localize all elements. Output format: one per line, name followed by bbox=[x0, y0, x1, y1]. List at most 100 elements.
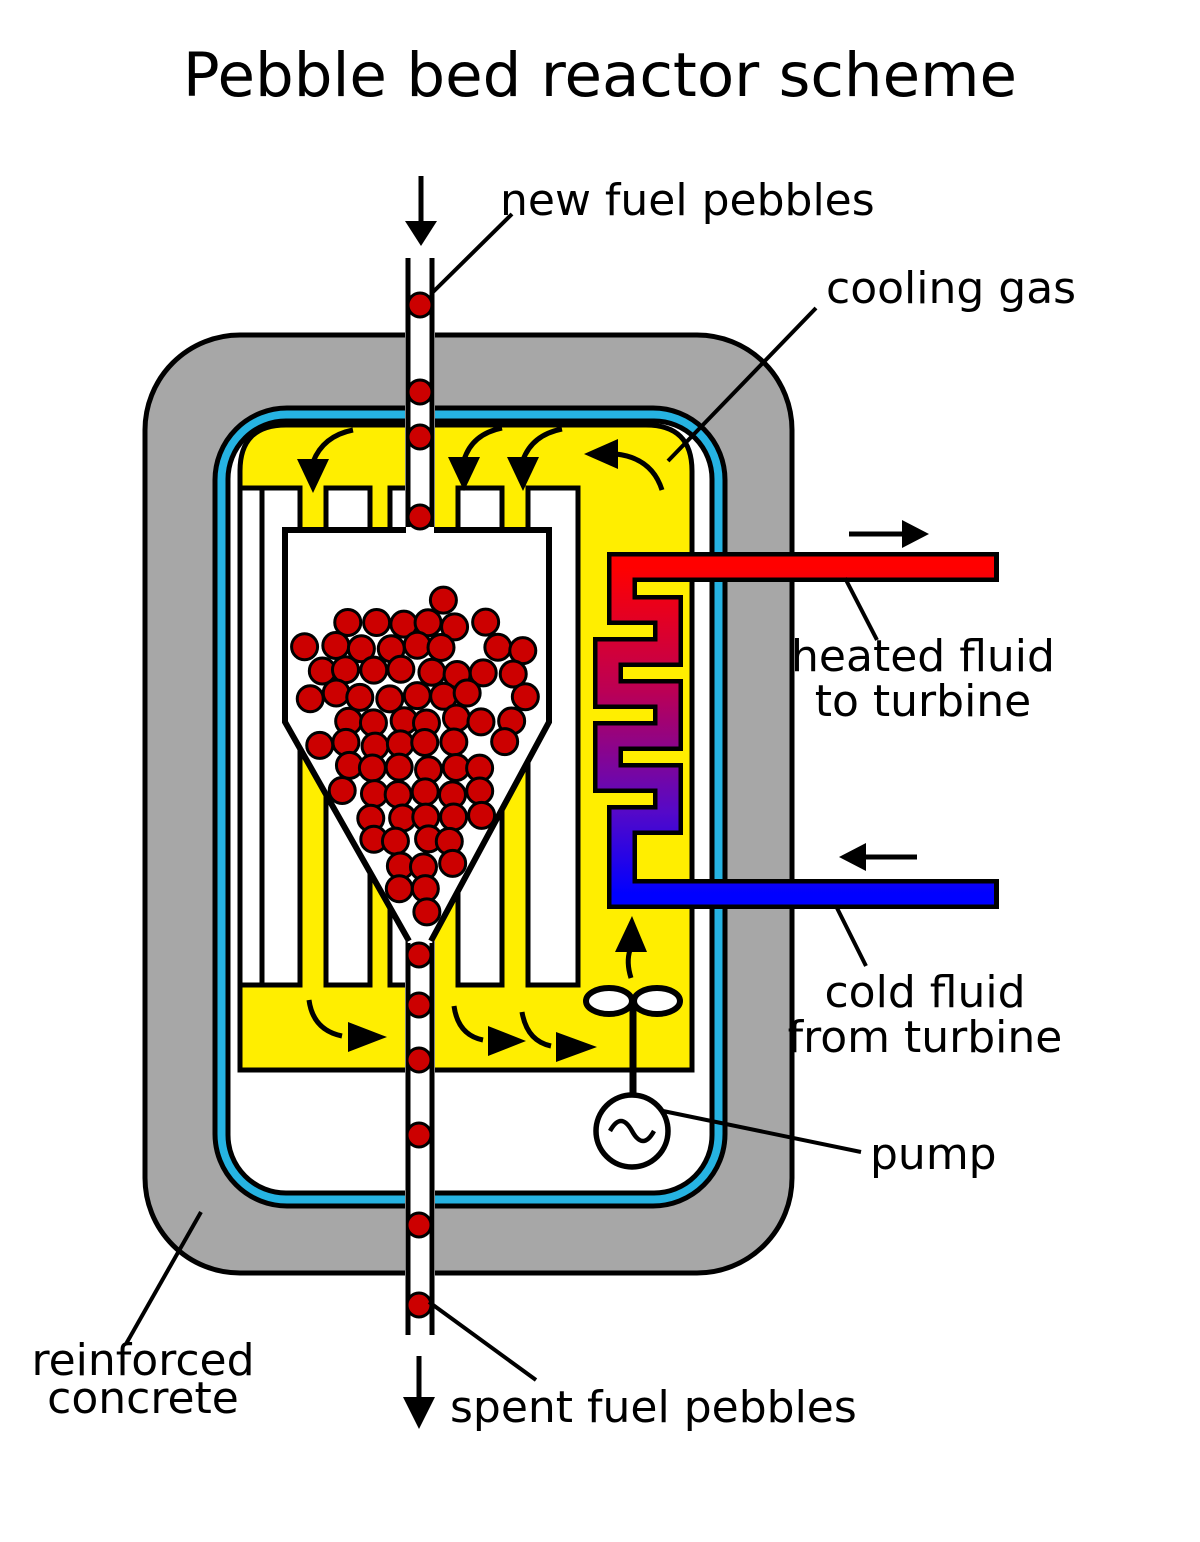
fuel-pebble bbox=[362, 608, 392, 638]
pointer-line-new-fuel bbox=[430, 212, 514, 295]
fuel-pebble bbox=[402, 630, 432, 660]
label-reinforced-concrete: reinforced concrete bbox=[18, 1335, 268, 1424]
pointer-line-spent-fuel bbox=[427, 1300, 538, 1382]
gas-flow-arrowhead bbox=[615, 916, 647, 952]
gas-flow-arrows-bottom bbox=[306, 916, 647, 1062]
pump-propeller-blade bbox=[583, 985, 635, 1017]
feed-arrow-head bbox=[405, 221, 437, 246]
label-cold-fluid-line1: cold fluid bbox=[824, 967, 1026, 1018]
fuel-pebble bbox=[406, 503, 434, 531]
gas-flow-arrow bbox=[519, 1011, 552, 1049]
gas-flow-arrows-top bbox=[297, 425, 665, 493]
fuel-pebble bbox=[359, 779, 389, 809]
gas-flow-arrow bbox=[615, 451, 665, 491]
fuel-pebble bbox=[290, 632, 320, 662]
label-heated-fluid-line2: to turbine bbox=[814, 676, 1032, 727]
fuel-pebble bbox=[405, 991, 433, 1019]
outflow-arrow-head bbox=[403, 1397, 435, 1429]
fuel-pebble bbox=[359, 655, 389, 685]
gas-flow-arrow bbox=[461, 425, 503, 461]
pump-assembly bbox=[583, 985, 683, 1170]
fuel-pebble bbox=[439, 727, 469, 757]
fuel-pebble bbox=[346, 634, 376, 664]
fuel-pebble bbox=[405, 941, 433, 969]
fuel-pebble bbox=[333, 607, 363, 637]
label-cooling-gas: cooling gas bbox=[826, 263, 1077, 314]
fuel-pebble bbox=[465, 776, 495, 806]
fuel-pebble bbox=[410, 728, 440, 758]
fuel-pebble bbox=[467, 800, 497, 830]
pointer-line-concrete bbox=[124, 1211, 203, 1345]
gas-flow-arrowhead bbox=[448, 457, 480, 491]
label-heated-fluid-line1: heated fluid bbox=[791, 631, 1055, 682]
fuel-pebble bbox=[510, 682, 540, 712]
label-concrete-line2: concrete bbox=[47, 1373, 239, 1424]
tube-pebbles bbox=[405, 291, 434, 1319]
gas-flow-arrowhead bbox=[556, 1032, 597, 1062]
fuel-pebble bbox=[452, 678, 482, 708]
gas-flow-arrow bbox=[451, 1005, 484, 1043]
label-heated-fluid: heated fluid to turbine bbox=[790, 634, 1056, 724]
gas-flow-arrow bbox=[520, 426, 563, 461]
label-concrete-line1: reinforced bbox=[31, 1335, 255, 1386]
label-cold-fluid: cold fluid from turbine bbox=[785, 970, 1065, 1060]
fuel-pebble bbox=[345, 682, 375, 712]
heat-exchanger-coil bbox=[597, 556, 994, 905]
ac-sine-icon bbox=[608, 1118, 656, 1144]
fuel-pebble bbox=[412, 897, 442, 927]
fuel-pebble bbox=[295, 684, 325, 714]
fuel-pebble bbox=[405, 1211, 433, 1239]
fuel-pebble bbox=[405, 1121, 433, 1149]
gas-flow-arrow bbox=[306, 999, 343, 1039]
fuel-pebble bbox=[439, 802, 469, 832]
fuel-pebble bbox=[327, 776, 357, 806]
fuel-pebble bbox=[380, 826, 410, 856]
fuel-pebble bbox=[357, 753, 387, 783]
fuel-pebble bbox=[305, 730, 335, 760]
fuel-pebble bbox=[426, 633, 456, 663]
fuel-pebble bbox=[406, 378, 434, 406]
fuel-hopper-outline bbox=[282, 527, 552, 943]
fuel-pebble bbox=[438, 848, 468, 878]
pump-propeller-blade bbox=[631, 985, 683, 1017]
fuel-pebble bbox=[410, 777, 440, 807]
pointer-line-cooling-gas bbox=[666, 306, 818, 463]
cold-in-arrow-head bbox=[839, 843, 866, 871]
fuel-pebble bbox=[498, 659, 528, 689]
gas-flow-arrow-up bbox=[625, 949, 634, 979]
label-new-fuel-pebbles: new fuel pebbles bbox=[500, 175, 875, 226]
fuel-pebble bbox=[406, 291, 434, 319]
fuel-pebble bbox=[428, 585, 458, 615]
gas-flow-arrowhead bbox=[584, 439, 618, 469]
fuel-pebble bbox=[383, 780, 413, 810]
fuel-pebble bbox=[386, 654, 416, 684]
gas-flow-arrowhead bbox=[348, 1022, 387, 1052]
fuel-pebble bbox=[405, 1046, 433, 1074]
fuel-pebble bbox=[441, 703, 471, 733]
fuel-pebble bbox=[321, 630, 351, 660]
pointer-line-heated-fluid bbox=[843, 577, 879, 641]
label-cold-fluid-line2: from turbine bbox=[787, 1012, 1063, 1063]
fuel-pebble bbox=[440, 612, 470, 642]
fuel-pebble bbox=[406, 423, 434, 451]
fuel-pebble bbox=[375, 684, 405, 714]
pointer-lines bbox=[124, 212, 879, 1382]
label-pump: pump bbox=[870, 1129, 997, 1180]
label-spent-fuel-pebbles: spent fuel pebbles bbox=[450, 1382, 857, 1433]
fuel-pebble bbox=[321, 678, 351, 708]
hot-out-arrow-head bbox=[902, 520, 929, 548]
fuel-pebble bbox=[468, 658, 498, 688]
pointer-line-pump bbox=[662, 1109, 862, 1154]
graphite-column bbox=[237, 485, 265, 988]
fuel-pebble bbox=[466, 707, 496, 737]
gas-flow-arrow bbox=[310, 427, 354, 463]
fuel-pebble bbox=[402, 681, 432, 711]
pointer-line-cold-fluid bbox=[834, 905, 868, 967]
flow-arrows bbox=[403, 176, 929, 1429]
gas-flow-arrowhead bbox=[507, 457, 539, 491]
fuel-pebble bbox=[384, 874, 414, 904]
page-title: Pebble bed reactor scheme bbox=[182, 40, 1018, 111]
gas-flow-arrowhead bbox=[297, 459, 329, 493]
